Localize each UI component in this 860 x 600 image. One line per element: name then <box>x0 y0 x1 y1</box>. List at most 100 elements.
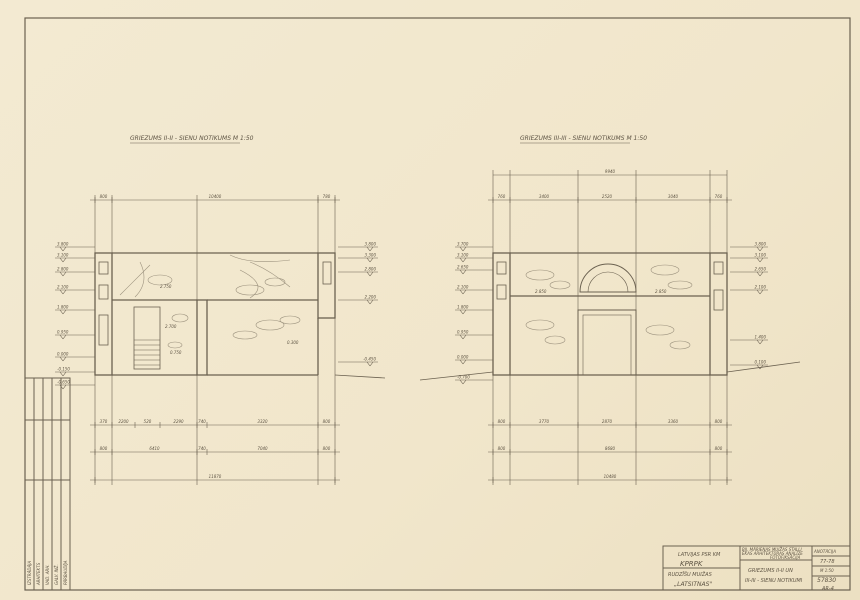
scale: M 1:50 <box>820 568 834 573</box>
side-stamp <box>24 377 71 591</box>
level-mark: 2.100 <box>755 285 767 290</box>
dimension-label: 800 <box>715 446 723 451</box>
level-mark: 2.100 <box>57 285 69 290</box>
section-left-building <box>94 252 386 379</box>
dimension-label: 8680 <box>605 446 616 451</box>
dimension-label: 800 <box>498 419 506 424</box>
dimension-line <box>59 271 64 277</box>
dimension-label: 3040 <box>668 194 679 199</box>
stamp-row: IZSTRĀDĀJA <box>27 561 32 585</box>
sheet-title-1: GRIEZUMS II-II UN <box>748 568 793 574</box>
level-mark: 2.200 <box>365 295 377 300</box>
level-mark: -0.150 <box>57 367 70 372</box>
dimension-line <box>462 269 467 275</box>
level-mark: 2.650 <box>457 265 469 270</box>
level-mark: 0.950 <box>57 330 69 335</box>
object-name: „LATSITNAS" <box>674 581 712 588</box>
dimension-label: 10480 <box>604 474 617 479</box>
section-right-stonework <box>525 264 693 350</box>
level-mark: 0.100 <box>755 360 767 365</box>
dimension-line <box>62 384 67 390</box>
dimension-label: 2200 <box>118 419 129 424</box>
dimension-line <box>366 271 371 277</box>
dimension-line <box>62 371 67 377</box>
level-mark: 2.800 <box>365 267 377 272</box>
dimension-label: 2870 <box>602 419 613 424</box>
dimension-line <box>462 379 467 385</box>
level-mark: 3.100 <box>755 253 767 258</box>
desc-line3: FOTOFIKSĀCIJA <box>770 555 801 560</box>
level-mark: 0.000 <box>57 352 69 357</box>
dimension-line <box>59 334 64 340</box>
dimension-line <box>462 359 467 365</box>
dimension-line <box>369 246 374 252</box>
dimension-line <box>59 246 64 252</box>
dimension-line <box>366 299 371 305</box>
dimension-line <box>62 257 67 263</box>
dimension-line <box>462 246 467 252</box>
dimension-line <box>756 364 761 370</box>
title-block-text: LATVIJAS PSR KM KPRPK RUDZĪŠU MUIŽAS „LA… <box>668 547 836 592</box>
level-mark: 2.700 <box>165 324 177 329</box>
stamp-row: VAD. ARH. <box>45 564 50 585</box>
level-mark: 0.750 <box>170 350 182 355</box>
level-mark: 3.300 <box>365 253 377 258</box>
dimension-label: 780 <box>323 194 331 199</box>
dimension-line <box>459 379 464 385</box>
dimension-line <box>62 289 67 295</box>
dimension-label: 6410 <box>149 446 160 451</box>
level-mark: 0.300 <box>287 340 299 345</box>
dimension-label: 11870 <box>209 474 222 479</box>
dimension-label: 9940 <box>605 169 616 174</box>
dimension-line <box>366 257 371 263</box>
dimension-line <box>62 246 67 252</box>
dimension-line <box>459 257 464 263</box>
dimension-label: 800 <box>323 446 331 451</box>
dimension-label: 2290 <box>173 419 184 424</box>
dimension-line <box>759 289 764 295</box>
level-mark: 2.750 <box>160 284 172 289</box>
level-mark: 1.400 <box>755 335 767 340</box>
title-block <box>662 545 851 591</box>
dimension-label: 3770 <box>539 419 550 424</box>
dimension-label: 800 <box>100 446 108 451</box>
dimension-line <box>759 257 764 263</box>
section-left-title: GRIEZUMS II-II - SIENU NOTIKUMS M 1:50 <box>130 135 254 142</box>
dimension-line <box>62 271 67 277</box>
level-mark: -0.450 <box>363 357 376 362</box>
dimension-line <box>59 384 64 390</box>
side-stamp-text: IZSTRĀDĀJA ARHITEKTS VAD. ARH. GALV. INŽ… <box>27 560 68 586</box>
level-mark: 1.800 <box>457 305 469 310</box>
level-mark: 3.800 <box>57 242 69 247</box>
dimension-line <box>756 257 761 263</box>
stamp-row: ARHITEKTS <box>36 562 41 586</box>
dimension-line <box>62 356 67 362</box>
dimension-line <box>459 359 464 365</box>
dimension-line <box>62 309 67 315</box>
dimension-label: 3360 <box>668 419 679 424</box>
dimension-label: 800 <box>498 446 506 451</box>
desc-line1: BIJ. MĀRIENAS MUIŽAS STALLI <box>742 547 803 552</box>
section-left-stonework <box>119 254 301 349</box>
level-mark: 3.100 <box>457 253 469 258</box>
dimension-line <box>59 289 64 295</box>
dimension-line <box>462 334 467 340</box>
dimension-line <box>756 271 761 277</box>
dimension-line <box>459 269 464 275</box>
level-mark: 3.800 <box>365 242 377 247</box>
year: 77-78 <box>820 559 835 565</box>
stage: ANOTĀCIJA <box>813 549 836 554</box>
level-mark: 3.700 <box>457 242 469 247</box>
dimension-label: 800 <box>100 194 108 199</box>
dimension-label: 740 <box>198 446 206 451</box>
dimension-line <box>369 299 374 305</box>
sheet-title-2: III-III - SIENU NOTIKUMI <box>745 578 803 584</box>
sheet-no: AR-4 <box>821 586 834 592</box>
dimension-line <box>462 289 467 295</box>
dimension-line <box>462 309 467 315</box>
level-mark: 1.800 <box>57 305 69 310</box>
dimension-label: 370 <box>100 419 108 424</box>
dimension-line <box>369 257 374 263</box>
